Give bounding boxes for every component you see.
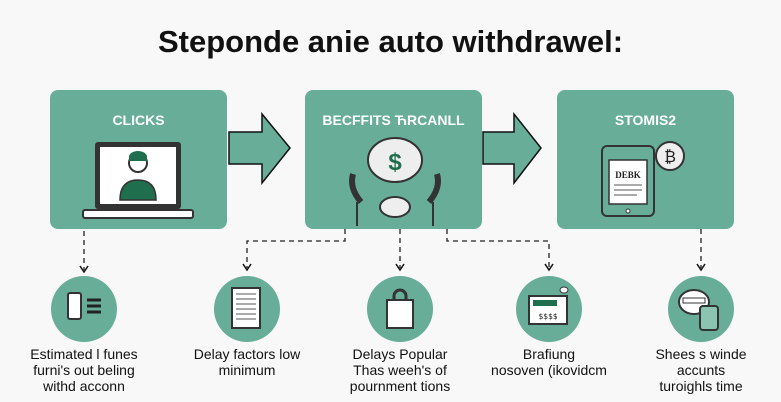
svg-text:$: $	[388, 149, 402, 176]
document-icon	[214, 276, 280, 342]
flow-arrow	[228, 111, 542, 186]
money-bulb-icon: $	[349, 137, 441, 226]
step-benefits: BECFFITS ЋRCANLL $	[305, 90, 482, 229]
svg-text:DEBK: DEBK	[615, 170, 641, 180]
svg-text:₿: ₿	[664, 147, 676, 166]
card-reader-icon: $$$$	[516, 276, 582, 342]
caption-line: furni's out beling	[33, 362, 135, 378]
step-stomis: STOMIS2 DEBK ₿	[557, 90, 734, 229]
caption-line: withd acconn	[43, 378, 125, 394]
chat-jar-icon	[668, 276, 734, 342]
caption-line: turoighls time	[659, 378, 743, 394]
detail-caption: Estimated l funes furni's out beling wit…	[9, 346, 159, 394]
caption-line: minimum	[218, 362, 276, 378]
caption-line: Brafiung	[522, 346, 576, 362]
step-label: STOMIS2	[614, 112, 677, 128]
caption-line: Estimated l funes	[30, 346, 138, 362]
step-clicks: CLICKS	[50, 90, 227, 229]
detail-caption: Delays Popular Thas weeh's of pournment …	[325, 346, 475, 394]
arrowheads	[79, 263, 706, 274]
caption-line: accunts	[676, 362, 726, 378]
dashed-links	[83, 229, 702, 270]
caption-line: nosoven (ikovidcm	[491, 362, 607, 378]
caption-line: Delays Popular	[352, 346, 448, 362]
detail-caption: Brafiung nosoven (ikovidcm	[474, 346, 624, 378]
bag-icon	[367, 276, 433, 342]
laptop-user-icon	[82, 142, 194, 219]
caption-line: Delay factors low	[193, 346, 301, 362]
caption-line: Thas weeh's of	[353, 362, 447, 378]
caption-line: Shees s winde	[655, 346, 747, 362]
caption-line: pournment tions	[349, 378, 451, 394]
step-label: BECFFITS ЋRCANLL	[322, 112, 465, 128]
detail-caption: Delay factors low minimum	[172, 346, 322, 378]
detail-caption: Shees s winde accunts turoighls time	[626, 346, 776, 394]
tablet-coin-icon: DEBK ₿	[601, 141, 685, 217]
phone-icon	[51, 276, 117, 342]
svg-text:$$$$: $$$$	[538, 312, 557, 321]
step-label: CLICKS	[112, 112, 165, 128]
page-title: Steponde anie auto withdrawel:	[157, 24, 624, 59]
